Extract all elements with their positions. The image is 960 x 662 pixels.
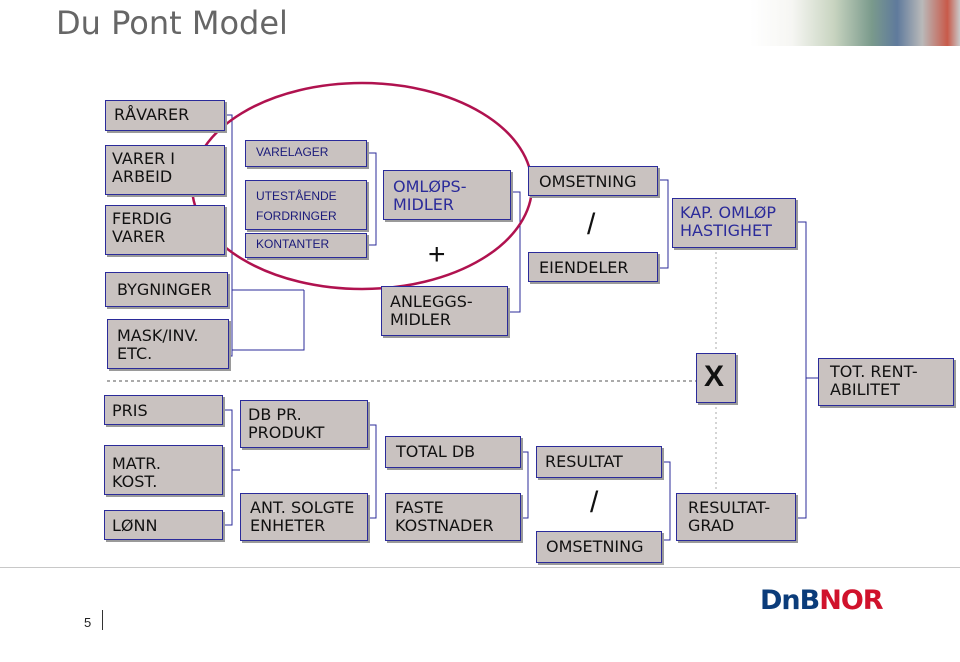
divide-operator-top: / <box>587 208 596 241</box>
label-tot-rentabilitet: TOT. RENT- ABILITET <box>830 362 918 400</box>
label-eiendeler: EIENDELER <box>539 258 629 277</box>
box-kontanter <box>245 233 367 258</box>
label-ferdig-varer: FERDIG VARER <box>112 209 172 247</box>
plus-operator: + <box>428 238 446 271</box>
box-resultat <box>536 446 662 478</box>
box-total-db <box>385 436 521 468</box>
label-kap-omlop: KAP. OMLØP HASTIGHET <box>680 203 777 241</box>
logo-text-b: NOR <box>819 585 883 616</box>
box-ant-solgte <box>240 493 368 541</box>
box-resultatgrad <box>676 493 796 541</box>
label-bygninger: BYGNINGER <box>117 280 212 299</box>
label-kontanter: KONTANTER <box>256 237 330 251</box>
box-faste-kostnader <box>385 493 521 541</box>
box-varer-i-arbeid <box>105 145 225 195</box>
label-pris: PRIS <box>112 401 148 420</box>
label-anleggsmidler: ANLEGGS- MIDLER <box>390 292 473 330</box>
box-varelager <box>245 140 367 167</box>
label-omsetning-bottom: OMSETNING <box>546 537 644 556</box>
box-tot-rentabilitet <box>818 358 954 406</box>
label-varelager: VARELAGER <box>256 145 329 159</box>
label-resultatgrad: RESULTAT- GRAD <box>688 498 771 536</box>
box-omsetning-top <box>528 166 658 196</box>
label-total-db: TOTAL DB <box>396 442 476 461</box>
box-eiendeler <box>528 252 658 282</box>
label-faste-kostnader: FASTE KOSTNADER <box>395 498 494 536</box>
box-x <box>696 353 736 403</box>
box-db-pr-produkt <box>240 400 368 448</box>
dnbnor-logo: DnBNOR <box>760 585 884 616</box>
box-bygninger <box>105 272 228 307</box>
box-mask-inv <box>107 319 229 369</box>
box-matr-kost <box>104 445 223 495</box>
box-ferdig-varer <box>105 205 225 255</box>
label-mask-inv: MASK/INV. ETC. <box>117 326 199 364</box>
label-db-pr-produkt: DB PR. PRODUKT <box>248 405 325 443</box>
page-title: Du Pont Model <box>56 4 288 42</box>
label-omsetning-top: OMSETNING <box>539 172 637 191</box>
label-ant-solgte: ANT. SOLGTE ENHETER <box>250 498 355 536</box>
box-omsetning-bottom <box>536 531 662 563</box>
box-lonn <box>104 510 223 540</box>
box-anleggsmidler <box>381 286 508 336</box>
label-x: X <box>704 360 725 393</box>
box-omlopsmidler <box>383 170 511 220</box>
page-number: 5 <box>84 615 92 630</box>
label-matr-kost: MATR. KOST. <box>112 454 161 492</box>
page-number-bar <box>102 610 103 630</box>
footer-divider <box>0 567 960 568</box>
label-omlopsmidler: OMLØPS- MIDLER <box>393 177 467 215</box>
divide-operator-bottom: / <box>590 486 599 519</box>
box-utestaende <box>245 180 367 230</box>
label-resultat: RESULTAT <box>545 452 623 471</box>
header-banner-image <box>750 0 960 46</box>
label-utestaende: UTESTÅENDE FORDRINGER <box>256 189 337 224</box>
box-pris <box>104 395 223 425</box>
label-lonn: LØNN <box>112 516 158 535</box>
logo-text-a: DnB <box>760 585 820 616</box>
label-ravarer: RÅVARER <box>114 105 190 124</box>
label-varer-i-arbeid: VARER I ARBEID <box>112 149 176 187</box>
box-ravarer <box>105 100 225 131</box>
box-kap-omlop <box>672 198 796 248</box>
